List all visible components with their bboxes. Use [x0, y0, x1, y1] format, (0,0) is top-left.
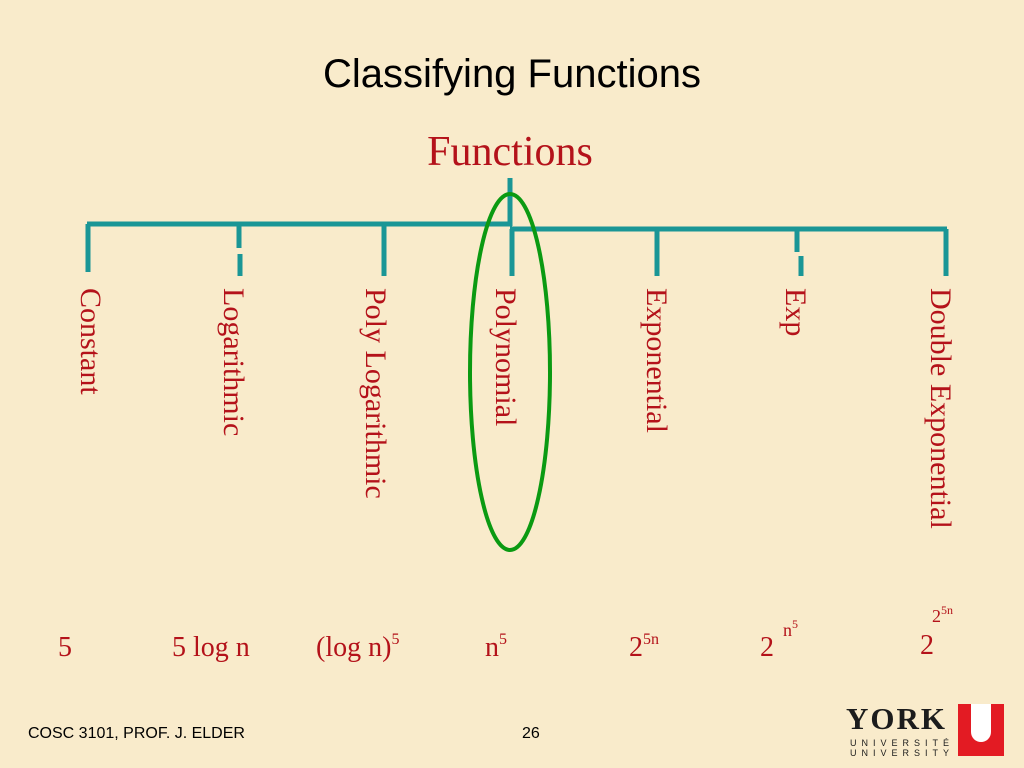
page-number: 26 — [522, 725, 540, 742]
example-poly-logarithmic-base: (log n) — [316, 632, 392, 663]
polynomial-highlight-ellipse — [468, 192, 552, 552]
example-exponential: 25n — [629, 631, 659, 664]
example-polynomial: n5 — [485, 631, 507, 664]
example-constant-base: 5 — [58, 632, 72, 663]
example-constant: 5 — [58, 632, 72, 664]
category-label-double-exponential: Double Exponential — [924, 288, 957, 529]
category-label-exp: Exp — [779, 288, 812, 337]
footer-course: COSC 3101, PROF. J. ELDER — [28, 725, 245, 742]
example-logarithmic: 5 log n — [172, 632, 250, 664]
example-double-exponential-base: 2 — [920, 630, 934, 661]
slide-title: Classifying Functions — [323, 52, 701, 96]
example-exp-exponent: n5 — [783, 617, 798, 641]
example-poly-logarithmic-exponent: 5 — [391, 631, 400, 648]
category-label-logarithmic: Logarithmic — [217, 288, 250, 437]
example-exp-base: 2 — [760, 632, 774, 663]
example-logarithmic-base: 5 log n — [172, 632, 250, 663]
example-exponential-exponent: 5n — [643, 631, 659, 648]
example-exponential-base: 2 — [629, 632, 643, 663]
york-u-icon — [958, 704, 1004, 756]
category-label-poly-logarithmic: Poly Logarithmic — [359, 288, 392, 499]
example-poly-logarithmic: (log n)5 — [316, 631, 400, 664]
york-university-logo: YORK UNIVERSITÉ UNIVERSITY — [846, 702, 1006, 758]
example-polynomial-exponent: 5 — [499, 631, 507, 648]
logo-wordmark: YORK — [846, 701, 947, 736]
category-label-polynomial: Polynomial — [489, 288, 522, 427]
category-label-exponential: Exponential — [640, 288, 673, 433]
example-exp-exponent-power: 5 — [792, 617, 798, 631]
category-label-constant: Constant — [74, 288, 107, 395]
example-double-exponential-exponent: 25n — [932, 603, 953, 627]
root-node-label: Functions — [427, 129, 593, 175]
logo-university: UNIVERSITY — [850, 748, 955, 758]
example-polynomial-base: n — [485, 632, 499, 663]
example-double-exponential-exponent-power: 5n — [941, 603, 953, 617]
example-double-exponential-exponent-base: 2 — [932, 606, 941, 626]
logo-universite: UNIVERSITÉ — [850, 738, 955, 748]
example-exp-exponent-base: n — [783, 620, 792, 640]
